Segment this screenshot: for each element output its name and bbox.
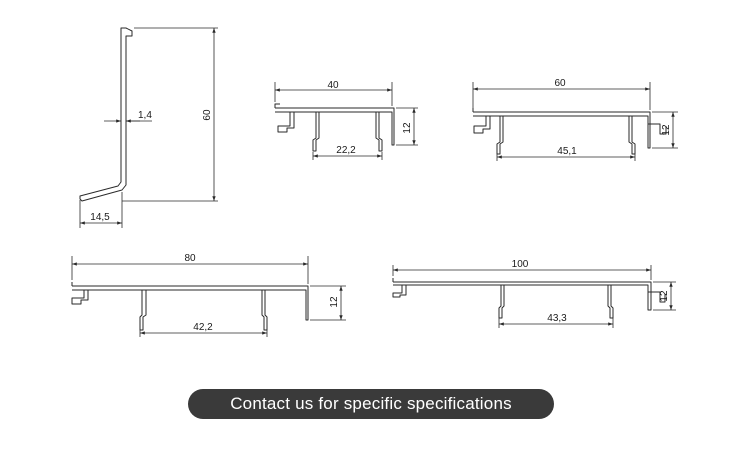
profile-100-outline [393, 281, 652, 311]
profile-60-drawing: 60 45,1 12 [472, 78, 678, 161]
profile-100-inner-label: 43,3 [547, 313, 567, 324]
profile-60-height-label: 12 [661, 124, 672, 136]
profile-100-height-label: 12 [659, 290, 670, 302]
profile-80-height-label: 12 [329, 296, 340, 308]
l-profile-drawing: 60 1,4 14,5 [79, 27, 218, 228]
profile-100-drawing: 100 43,3 12 [392, 259, 676, 328]
profile-40-inner-label: 22,2 [336, 145, 356, 156]
profile-60-inner-label: 45,1 [557, 146, 577, 157]
profile-40-drawing: 40 22,2 12 [274, 80, 418, 160]
l-foot-label: 14,5 [90, 212, 110, 223]
profile-60-width-label: 60 [554, 78, 566, 89]
profile-100-width-label: 100 [512, 259, 529, 270]
profile-60-outline [473, 111, 651, 149]
contact-banner-label: Contact us for specific specifications [230, 394, 512, 413]
profile-80-width-label: 80 [184, 253, 196, 264]
l-height-label: 60 [202, 109, 213, 121]
profile-40-height-label: 12 [402, 122, 413, 134]
profile-40-width-label: 40 [327, 80, 339, 91]
contact-banner[interactable]: Contact us for specific specifications [188, 389, 554, 419]
l-thickness-label: 1,4 [138, 110, 152, 121]
profile-80-outline [72, 285, 309, 321]
l-profile-outline [79, 27, 133, 202]
profile-40-outline [275, 107, 395, 146]
profile-80-drawing: 80 42,2 12 [71, 253, 346, 337]
profile-80-inner-label: 42,2 [193, 322, 213, 333]
